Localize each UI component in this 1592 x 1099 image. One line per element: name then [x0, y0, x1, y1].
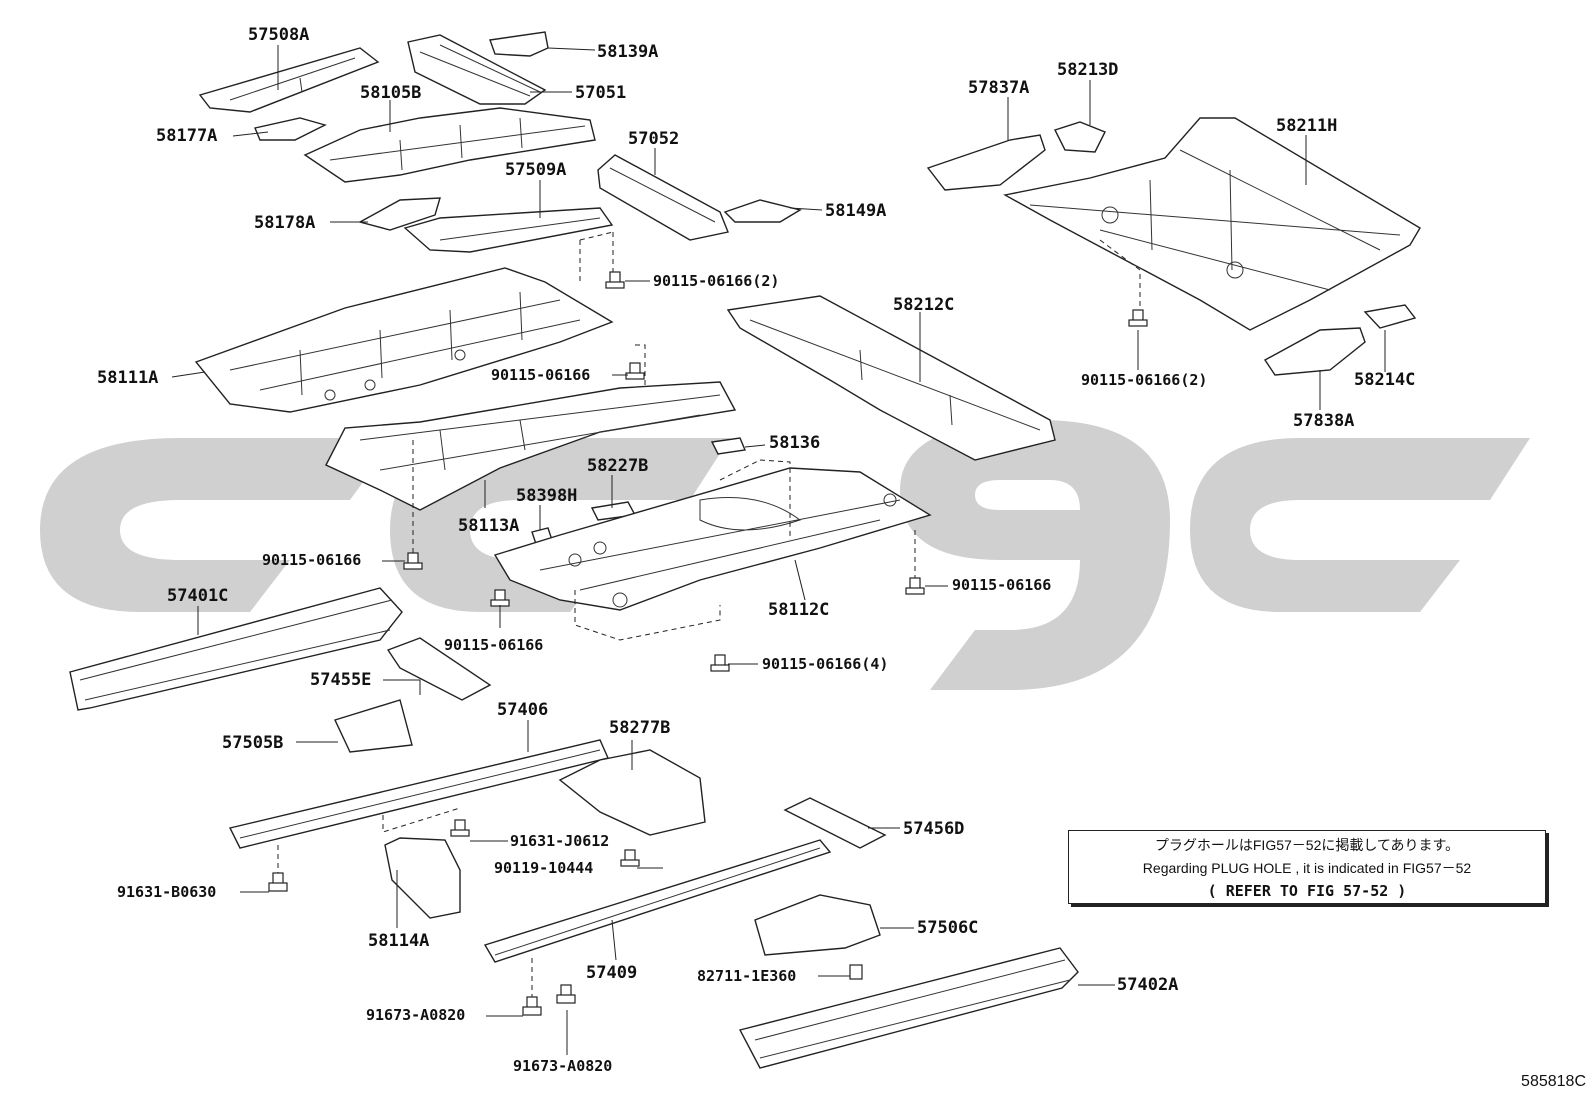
label-57401C: 57401C	[167, 586, 229, 606]
part-57455E-shape	[386, 637, 492, 701]
part-58149A-shape	[723, 199, 802, 223]
part-57509A-shape	[403, 207, 614, 253]
part-57506C-shape	[754, 894, 881, 956]
label-bolt-90115-06166-center: 90115-06166	[444, 636, 544, 654]
label-58177A: 58177A	[156, 126, 218, 146]
part-58114A-shape	[384, 837, 461, 919]
label-bolt-90115-06166-left: 90115-06166	[262, 551, 362, 569]
label-58111A: 58111A	[97, 368, 159, 388]
label-57455E: 57455E	[310, 670, 372, 690]
label-57456D: 57456D	[903, 819, 965, 839]
label-58105B: 58105B	[360, 83, 422, 103]
part-58111A-shape	[194, 267, 614, 413]
note-line-english: Regarding PLUG HOLE , it is indicated in…	[1142, 860, 1472, 876]
part-58136-shape	[710, 437, 746, 455]
leader-lines	[171, 45, 1386, 1055]
label-57838A: 57838A	[1293, 411, 1355, 431]
label-58227B: 58227B	[587, 456, 649, 476]
label-bolt-90115-06166-4: 90115-06166(4)	[762, 655, 889, 673]
label-bolt-90115-06166-mid: 90115-06166	[491, 366, 591, 384]
label-58398H: 58398H	[516, 486, 578, 506]
part-58214C-shape	[1363, 304, 1417, 329]
label-58114A: 58114A	[368, 931, 430, 951]
figure-number: 585818C	[1521, 1073, 1586, 1090]
part-58177A-shape	[254, 117, 327, 141]
label-58277B: 58277B	[609, 718, 671, 738]
label-57505B: 57505B	[222, 733, 284, 753]
label-57402A: 57402A	[1117, 975, 1179, 995]
label-57506C: 57506C	[917, 918, 979, 938]
label-bolt-91631-B0630: 91631-B0630	[117, 883, 217, 901]
label-58112C: 58112C	[768, 600, 830, 620]
label-58139A: 58139A	[597, 42, 659, 62]
label-57052: 57052	[628, 129, 680, 149]
label-bolt-91673-A0820-upper: 91673-A0820	[366, 1006, 466, 1024]
dashed-reference-lines	[277, 231, 1141, 997]
part-58277B-shape	[558, 749, 706, 836]
part-58213D-shape	[1054, 121, 1106, 153]
part-57837A-shape	[926, 134, 1046, 191]
label-bolt-91673-A0820-lower: 91673-A0820	[513, 1057, 613, 1075]
label-58136: 58136	[769, 433, 821, 453]
bolt-icons	[268, 271, 1148, 1016]
label-bolt-90119-10444: 90119-10444	[494, 859, 594, 877]
part-58139A-shape	[489, 31, 549, 57]
label-58178A: 58178A	[254, 213, 316, 233]
part-57838A-shape	[1263, 327, 1366, 376]
part-57052-shape	[597, 154, 729, 241]
label-58211H: 58211H	[1276, 116, 1338, 136]
label-57837A: 57837A	[968, 78, 1030, 98]
label-bolt-90115-06166-2-top: 90115-06166(2)	[653, 272, 780, 290]
part-58112C-shape	[493, 467, 932, 611]
part-57051-shape	[407, 34, 547, 105]
label-58149A: 58149A	[825, 201, 887, 221]
part-58212C-shape	[726, 295, 1056, 461]
label-58113A: 58113A	[458, 516, 520, 536]
part-58211H-shape	[1002, 117, 1421, 331]
label-bolt-91631-J0612: 91631-J0612	[510, 832, 610, 850]
label-57508A: 57508A	[248, 25, 310, 45]
label-57406: 57406	[497, 700, 549, 720]
label-57409: 57409	[586, 963, 638, 983]
part-57456D-shape	[783, 797, 887, 849]
part-58113A-shape	[325, 381, 737, 511]
note-line-japanese: プラグホールはFIG57－52に掲載してあります。	[1154, 837, 1460, 853]
label-57509A: 57509A	[505, 160, 567, 180]
label-58214C: 58214C	[1354, 370, 1416, 390]
part-57505B-shape	[334, 699, 413, 753]
label-57051: 57051	[575, 83, 627, 103]
label-bolt-90115-06166-2-rear: 90115-06166(2)	[1081, 371, 1208, 389]
part-58178A-shape	[358, 197, 441, 231]
label-bolt-82711-1E360: 82711-1E360	[697, 967, 797, 985]
label-58213D: 58213D	[1057, 60, 1119, 80]
label-bolt-90115-06166-right: 90115-06166	[952, 576, 1052, 594]
note-refer-fig[interactable]: ( REFER TO FIG 57-52 )	[1207, 882, 1407, 900]
plug-hole-note: プラグホールはFIG57－52に掲載してあります。 Regarding PLUG…	[1068, 830, 1546, 904]
label-58212C: 58212C	[893, 295, 955, 315]
